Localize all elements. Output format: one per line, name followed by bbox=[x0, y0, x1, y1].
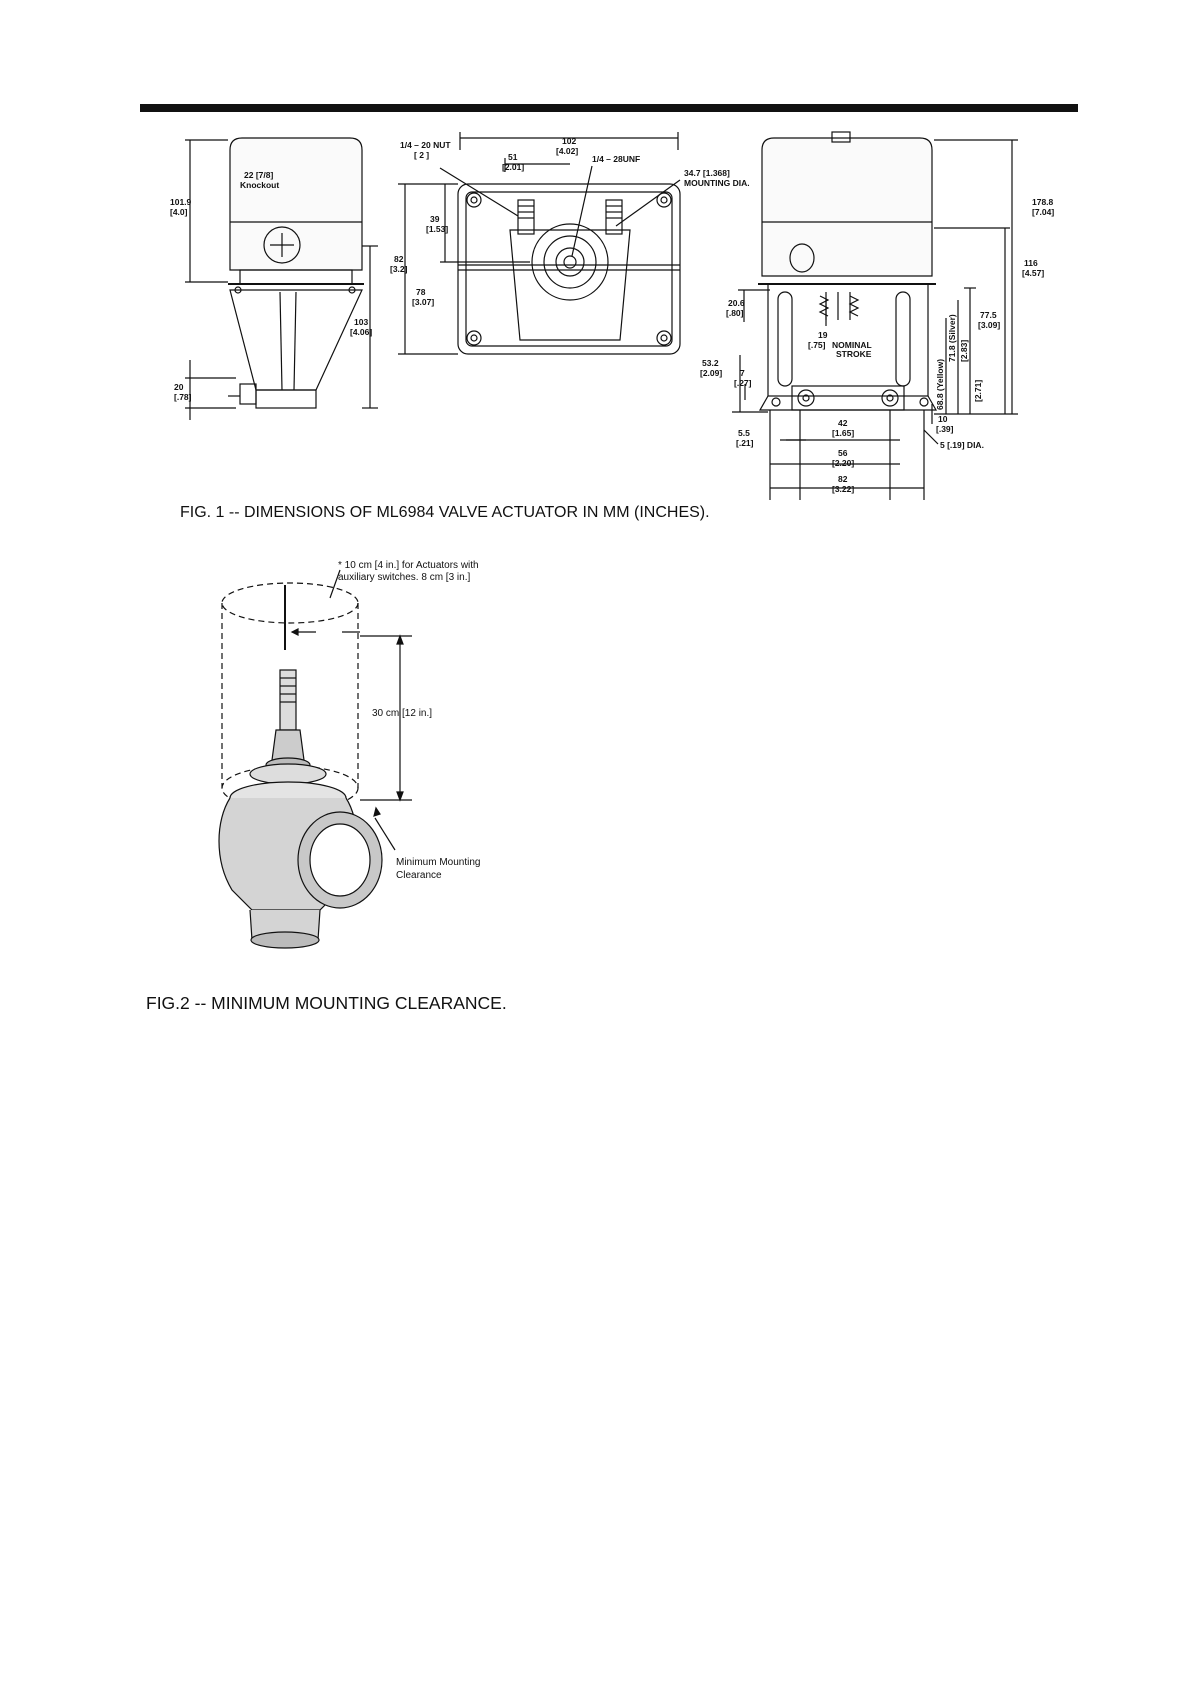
dim-56: 56 bbox=[838, 448, 848, 458]
dim-116: 116 bbox=[1024, 258, 1038, 268]
clearance-height: 30 cm [12 in.] bbox=[372, 708, 432, 719]
thread-label: 1/4 – 28UNF bbox=[592, 154, 640, 164]
dim-h2: 82 bbox=[394, 254, 404, 264]
dim-h1: 39 bbox=[430, 214, 440, 224]
dim-10-in: [.39] bbox=[936, 424, 954, 434]
dim-half-width: 51 bbox=[508, 152, 518, 162]
dim-half-width-in: [2.01] bbox=[502, 162, 524, 172]
front-view bbox=[732, 131, 1018, 500]
dim-56-in: [2.20] bbox=[832, 458, 854, 468]
mount-dia: 34.7 [1.368] bbox=[684, 168, 730, 178]
hole-dia: 5 [.19] DIA. bbox=[940, 440, 984, 450]
dim-7-in: [.27] bbox=[734, 378, 752, 388]
knockout-size: 22 [7/8] bbox=[244, 170, 273, 180]
mount-dia-label: MOUNTING DIA. bbox=[684, 178, 750, 188]
dim-height-body: 103 bbox=[354, 317, 368, 327]
clearance-note-2: auxiliary switches. 8 cm [3 in.] bbox=[338, 572, 470, 583]
dim-53-2-in: [2.09] bbox=[700, 368, 722, 378]
dim-h3-in: [3.07] bbox=[412, 297, 434, 307]
dim-height-body-in: [4.06] bbox=[350, 327, 372, 337]
dim-5-5: 5.5 bbox=[738, 428, 750, 438]
dim-7: 7 bbox=[740, 368, 745, 378]
dim-h3: 78 bbox=[416, 287, 426, 297]
fig1-drawing: 22 [7/8] Knockout 101.9 [4.0] 103 [4.06]… bbox=[170, 131, 1054, 500]
fig2-caption: FIG.2 -- MINIMUM MOUNTING CLEARANCE. bbox=[146, 993, 507, 1013]
dim-20-6: 20.6 bbox=[728, 298, 745, 308]
dim-20-6-in: [.80] bbox=[726, 308, 744, 318]
dim-5-5-in: [.21] bbox=[736, 438, 754, 448]
dim-77-5: 77.5 bbox=[980, 310, 997, 320]
dim-silver-in: [2.83] bbox=[959, 340, 969, 362]
nut-label: 1/4 – 20 NUT bbox=[400, 140, 451, 150]
dim-width: 102 bbox=[562, 136, 576, 146]
dim-silver: 71.8 (Silver) bbox=[947, 314, 957, 362]
dim-h1-in: [1.53] bbox=[426, 224, 448, 234]
dim-116-in: [4.57] bbox=[1022, 268, 1044, 278]
dim-82: 82 bbox=[838, 474, 848, 484]
stroke-label-2: STROKE bbox=[836, 349, 872, 359]
fig2-drawing: * 10 cm [4 in.] for Actuators with auxil… bbox=[218, 560, 480, 949]
dim-h2-in: [3.2] bbox=[390, 264, 408, 274]
side-view bbox=[185, 137, 378, 420]
dim-height-top: 101.9 bbox=[170, 197, 192, 207]
dim-height-top-in: [4.0] bbox=[170, 207, 188, 217]
dim-total-h: 178.8 bbox=[1032, 197, 1054, 207]
dim-foot: 20 bbox=[174, 382, 184, 392]
stroke-label: NOMINAL bbox=[832, 340, 872, 350]
dim-10: 10 bbox=[938, 414, 948, 424]
dim-77-5-in: [3.09] bbox=[978, 320, 1000, 330]
dim-42-in: [1.65] bbox=[832, 428, 854, 438]
dim-total-h-in: [7.04] bbox=[1032, 207, 1054, 217]
dim-stroke: 19 bbox=[818, 330, 828, 340]
dim-yellow-in: [2.71] bbox=[973, 380, 983, 402]
header-rule bbox=[140, 104, 1078, 112]
nut-count: [ 2 ] bbox=[414, 150, 429, 160]
dim-yellow: 68.8 (Yellow) bbox=[935, 359, 945, 410]
dim-42: 42 bbox=[838, 418, 848, 428]
dim-foot-in: [.78] bbox=[174, 392, 192, 402]
clearance-note-1: * 10 cm [4 in.] for Actuators with bbox=[338, 560, 479, 571]
fig1-caption: FIG. 1 -- DIMENSIONS OF ML6984 VALVE ACT… bbox=[180, 504, 710, 521]
dim-width-in: [4.02] bbox=[556, 146, 578, 156]
bottom-view bbox=[398, 132, 681, 355]
knockout-label: Knockout bbox=[240, 180, 279, 190]
dim-53-2: 53.2 bbox=[702, 358, 719, 368]
clearance-label-2: Clearance bbox=[396, 870, 442, 881]
clearance-label-1: Minimum Mounting bbox=[396, 857, 480, 868]
dim-stroke-in: [.75] bbox=[808, 340, 826, 350]
dim-82-in: [3.22] bbox=[832, 484, 854, 494]
